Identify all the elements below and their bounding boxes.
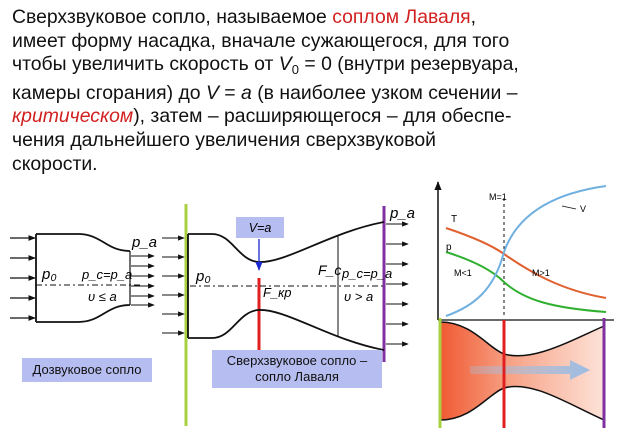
text-line-6: чения дальнейшего увеличения сверхзвуков… [12, 128, 436, 151]
label-m-lt-1: M<1 [454, 268, 472, 278]
label-v-le-a: υ ≤ a [88, 289, 117, 304]
label-v: V [580, 204, 586, 214]
text-line-3: чтобы увеличить скорость от V0 = 0 (внут… [12, 53, 634, 82]
label-v-eq-a: V=a [249, 221, 272, 235]
label-m-eq-1: M=1 [489, 192, 507, 202]
label-m-gt-1: M>1 [532, 268, 550, 278]
subsonic-nozzle-caption: Дозвуковое сопло [22, 358, 152, 382]
text-fragment: ), затем – расширяющегося – для обеспе- [133, 105, 512, 128]
label-v-gt-a: υ > a [344, 289, 373, 304]
text-fragment: Сверхзвуковое сопло, называемое [12, 6, 333, 28]
velocity-curve [445, 185, 607, 317]
v-eq-a-box [236, 217, 284, 238]
laval-inflow-arrows [162, 235, 185, 336]
velocity-symbol: V [205, 81, 219, 104]
laval-caption-line-1: Сверхзвуковое сопло – [226, 353, 368, 368]
text-line-4: камеры сгорания) до V = a (в наиболее уз… [12, 82, 634, 106]
inflow-arrows [10, 235, 36, 321]
outflow-arrows [131, 253, 155, 308]
sound-speed-symbol: a [241, 81, 252, 104]
label-fc: F_c [318, 262, 341, 278]
label-p0: p₀ [41, 266, 57, 283]
subsonic-nozzle-lower-wall [36, 304, 131, 323]
parameter-graph: M=1 T p V M<1 M>1 [434, 181, 614, 321]
laval-nozzle-term: соплом Лаваля [332, 6, 471, 28]
label-p: p [446, 242, 452, 253]
label-t: T [451, 214, 457, 225]
text-fragment: чтобы увеличить скорость от [12, 53, 279, 76]
laval-caption-line-2: сопло Лаваля [255, 369, 339, 384]
text-line-1: Сверхзвуковое сопло, называемое соплом Л… [12, 6, 634, 30]
text-fragment: = 0 (внутри резервуара, [298, 53, 519, 76]
text-fragment: камеры сгорания) до [12, 81, 206, 104]
laval-nozzle-caption: Сверхзвуковое сопло – сопло Лаваля [212, 350, 382, 388]
label-pa: p_a [131, 234, 157, 251]
description-paragraph: Сверхзвуковое сопло, называемое соплом Л… [12, 6, 634, 176]
label-laval-pa: p_a [389, 205, 415, 222]
subsonic-nozzle: p₀ p_c=p_a υ ≤ a p_a [10, 233, 157, 323]
subsonic-nozzle-upper-wall [36, 233, 131, 252]
text-line-2: имеет форму насадка, вначале сужающегося… [12, 29, 510, 52]
laval-outflow-arrows [386, 221, 409, 347]
text-fragment: (в наиболее узком сечении – [251, 81, 518, 104]
text-fragment: = [218, 81, 242, 104]
laval-lower-wall [188, 309, 385, 351]
flow-arrow [470, 360, 590, 380]
text-fragment: , [470, 6, 477, 28]
text-line-7: скорости. [12, 152, 98, 175]
temperature-curve [445, 227, 607, 299]
pressure-curve [445, 251, 607, 313]
text-line-5: критическом), затем – расширяющегося – д… [12, 105, 634, 129]
label-laval-pc-eq-pa: p_c=p_a [341, 266, 392, 281]
laval-nozzle: V=a p₀ F_кр F_c p_c=p_a υ > a p_a [162, 204, 415, 426]
label-f-kr: F_кр [263, 285, 292, 300]
velocity-symbol: V [278, 53, 292, 76]
nozzle-flow-visual [438, 318, 606, 428]
critical-term: критическом [12, 105, 134, 128]
label-laval-p0: p₀ [195, 268, 211, 285]
subscript: 0 [291, 62, 299, 78]
label-pc-eq-pa: p_c=p_a [81, 267, 132, 282]
laval-upper-wall [188, 221, 385, 263]
